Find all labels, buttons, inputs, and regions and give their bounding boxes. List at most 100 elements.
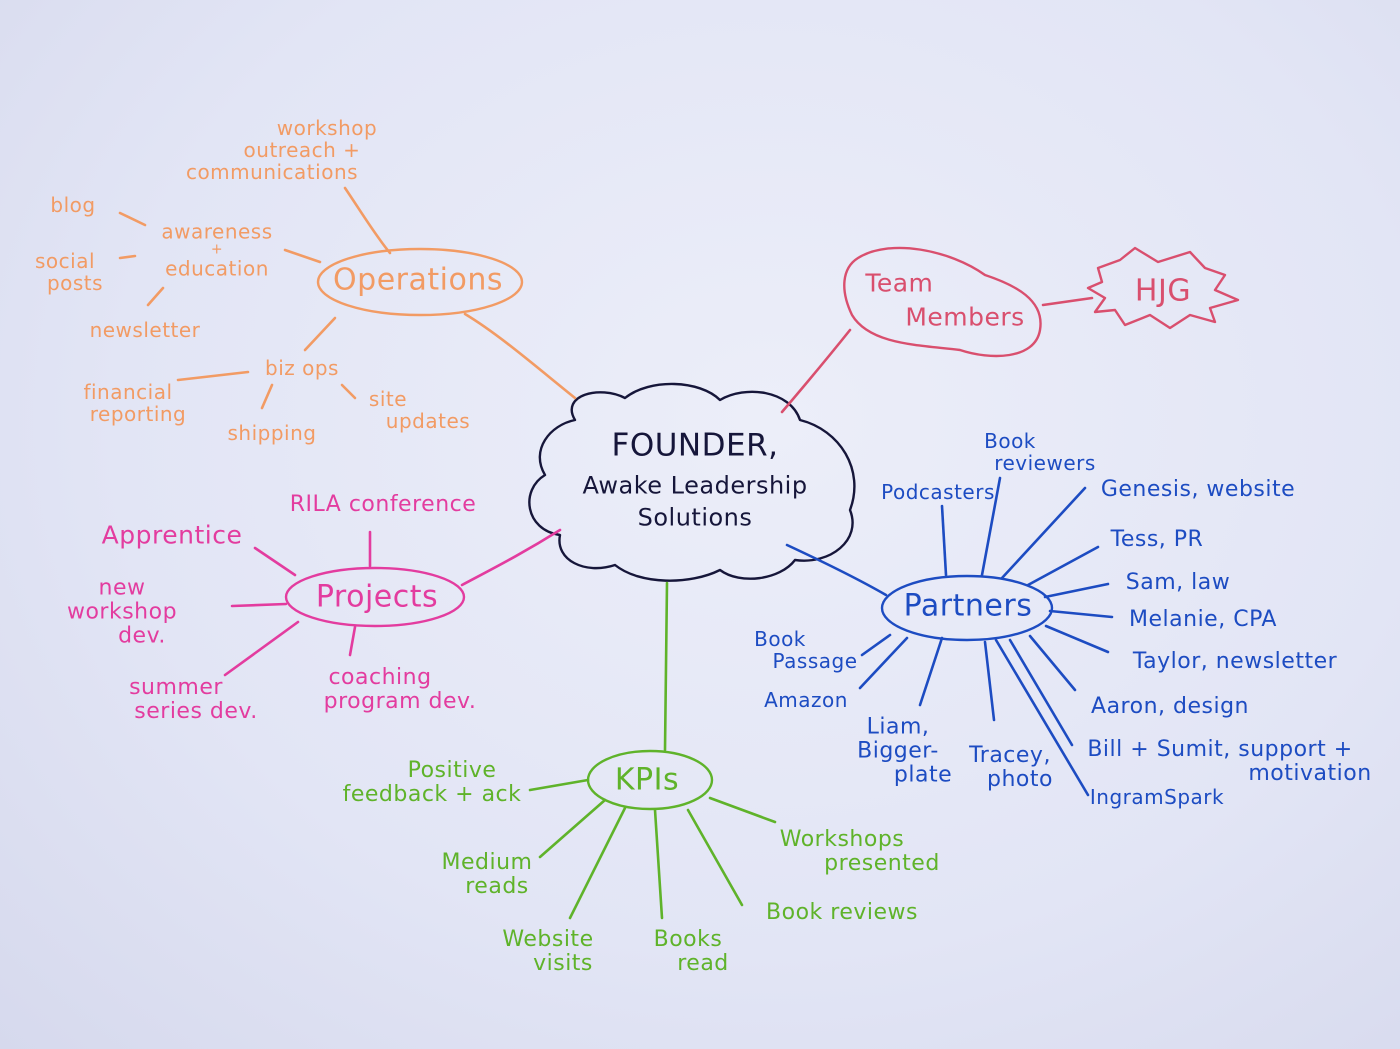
line-bizops-financial [176, 370, 250, 382]
financial-line1: financial [83, 380, 173, 404]
line-partners-passage [860, 633, 892, 657]
line-projects-workshop [230, 602, 288, 608]
financial-reporting-label: financial reporting [70, 381, 187, 425]
financial-line2: reporting [89, 402, 187, 426]
blog-label: blog [50, 193, 96, 217]
passage-line2: Passage [772, 649, 858, 673]
operations-node: Operations [333, 262, 503, 298]
positive-line2: feedback + ack [342, 782, 522, 807]
liam-line1: Liam, [866, 714, 930, 740]
website-line2: visits [533, 951, 593, 976]
projects-oval [284, 566, 466, 628]
kpis-node: KPIs [614, 762, 680, 798]
line-partners-sam [1043, 582, 1110, 599]
amazon-label: Amazon [764, 688, 848, 712]
reviewers-line1: Book [984, 429, 1036, 453]
passage-line1: Book [754, 627, 806, 651]
positive-line1: Positive [407, 757, 497, 783]
line-center-partners [785, 543, 888, 597]
book-reviews-label: Book reviews [766, 899, 918, 925]
medium-line2: reads [465, 874, 529, 899]
apprentice-label: Apprentice [101, 520, 243, 550]
coaching-program-dev-label: coaching program dev. [323, 664, 477, 714]
coaching-line1: coaching [328, 664, 432, 690]
founder-company-line2: Solutions [637, 504, 753, 533]
line-partners-liam [918, 636, 944, 707]
hjg-node: HJG [1134, 273, 1192, 309]
line-partners-reviewers [980, 476, 1002, 577]
positive-feedback-label: Positive feedback + ack [342, 757, 522, 807]
books-line1: Books [653, 926, 723, 952]
social-line1: social [34, 249, 96, 273]
reviewers-line2: reviewers [994, 451, 1096, 475]
tess-pr-label: Tess, PR [1110, 526, 1204, 552]
coaching-line2: program dev. [323, 689, 477, 714]
line-operations-bizops [303, 316, 337, 352]
line-kpis-reviews [686, 808, 744, 907]
partners-node: Partners [903, 588, 1033, 624]
website-line1: Website [502, 926, 594, 952]
awareness-line3: education [165, 256, 269, 281]
liam-line3: plate [893, 763, 953, 789]
line-partners-genesis [1000, 486, 1087, 580]
operations-oval [316, 247, 524, 317]
social-posts-label: social posts [27, 250, 103, 294]
line-operations-outreach [343, 186, 392, 255]
bizops-label: biz ops [265, 356, 339, 380]
line-partners-aaron [1028, 634, 1077, 692]
workshops-line2: presented [824, 851, 940, 876]
team-line2: Members [905, 302, 1025, 331]
line-partners-podcasters [940, 504, 948, 577]
book-reviewers-label: Book reviewers [984, 430, 1106, 474]
line-kpis-positive [528, 778, 590, 792]
line-projects-apprentice [253, 546, 297, 577]
line-kpis-workshops [708, 796, 777, 824]
outreach-line2: outreach + [243, 138, 361, 162]
line-partners-taylor [1044, 624, 1110, 654]
line-awareness-blog [118, 211, 147, 227]
awareness-line1: awareness [161, 219, 273, 244]
new-workshop-dev-label: new workshop dev. [67, 575, 177, 650]
founder-node: FOUNDER, Awake Leadership Solutions [582, 428, 807, 533]
tracey-photo-label: Tracey, photo [967, 742, 1053, 792]
medium-line1: Medium [441, 849, 533, 875]
taylor-newsletter-label: Taylor, newsletter [1132, 648, 1338, 674]
workshop-line3: dev. [118, 624, 166, 650]
tracey-line2: photo [987, 767, 1053, 792]
line-center-kpis [663, 581, 669, 752]
line-partners-ingram [994, 638, 1090, 797]
workshops-presented-label: Workshops presented [780, 827, 945, 876]
line-center-team [780, 328, 852, 414]
line-kpis-website [568, 806, 627, 920]
outreach-line1: workshop [276, 116, 378, 140]
line-partners-melanie [1048, 609, 1114, 619]
line-kpis-medium [538, 798, 607, 859]
hjg-burst [1086, 246, 1240, 330]
awareness-education: awareness + education [161, 220, 272, 279]
line-team-hjg [1041, 296, 1094, 307]
line-partners-bill [1008, 638, 1074, 747]
tracey-line1: Tracey, [969, 742, 1051, 768]
site-line2: updates [385, 409, 471, 433]
sam-law-label: Sam, law [1125, 569, 1231, 595]
podcasters-label: Podcasters [881, 480, 995, 504]
site-line1: site [368, 387, 408, 411]
line-kpis-books [653, 808, 664, 920]
book-passage-label: Book Passage [754, 628, 866, 672]
bill-line2: motivation [1248, 761, 1372, 786]
summer-line1: summer [129, 674, 223, 700]
books-line2: read [677, 951, 729, 976]
line-center-projects [460, 528, 562, 587]
founder-cloud [528, 382, 856, 582]
line-center-operations [463, 312, 577, 400]
bill-sumit-label: Bill + Sumit, support + motivation [1068, 737, 1372, 786]
line-bizops-shipping [260, 383, 274, 410]
line-awareness-newsletter [146, 286, 165, 307]
line-projects-summer [223, 620, 300, 677]
social-line2: posts [46, 271, 104, 295]
workshop-line1: new [98, 575, 146, 601]
outreach-line3: communications [185, 160, 359, 184]
aaron-design-label: Aaron, design [1091, 693, 1249, 719]
website-visits-label: Website visits [502, 926, 594, 976]
